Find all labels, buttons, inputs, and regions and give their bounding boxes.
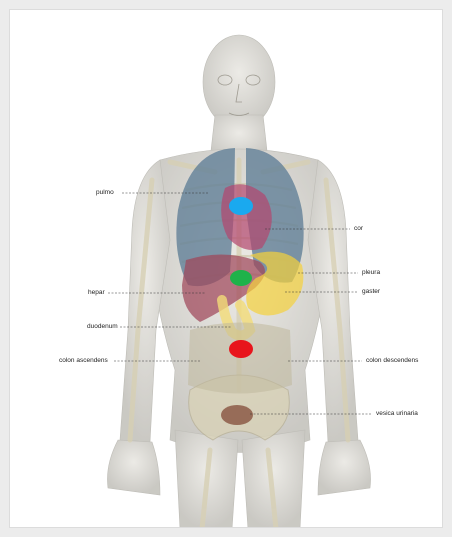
label-pulmo: pulmo — [96, 189, 114, 197]
intestines — [188, 323, 292, 394]
label-hepar: hepar — [88, 289, 105, 297]
heart-marker — [229, 197, 253, 215]
label-pleura: pleura — [362, 269, 380, 277]
anatomy-figure-frame: pulmo cor pleura hepar gaster duodenum c… — [9, 9, 443, 528]
label-cor: cor — [354, 225, 363, 233]
stomach-marker — [230, 270, 252, 286]
intestine-marker — [229, 340, 253, 358]
label-colon-ascendens: colon ascendens — [59, 357, 108, 365]
label-colon-descendens: colon descendens — [366, 357, 418, 365]
label-gaster: gaster — [362, 288, 380, 296]
urinary-bladder — [221, 405, 253, 425]
label-vesica-urinaria: vesica urinaria — [376, 410, 418, 418]
label-duodenum: duodenum — [87, 323, 118, 331]
